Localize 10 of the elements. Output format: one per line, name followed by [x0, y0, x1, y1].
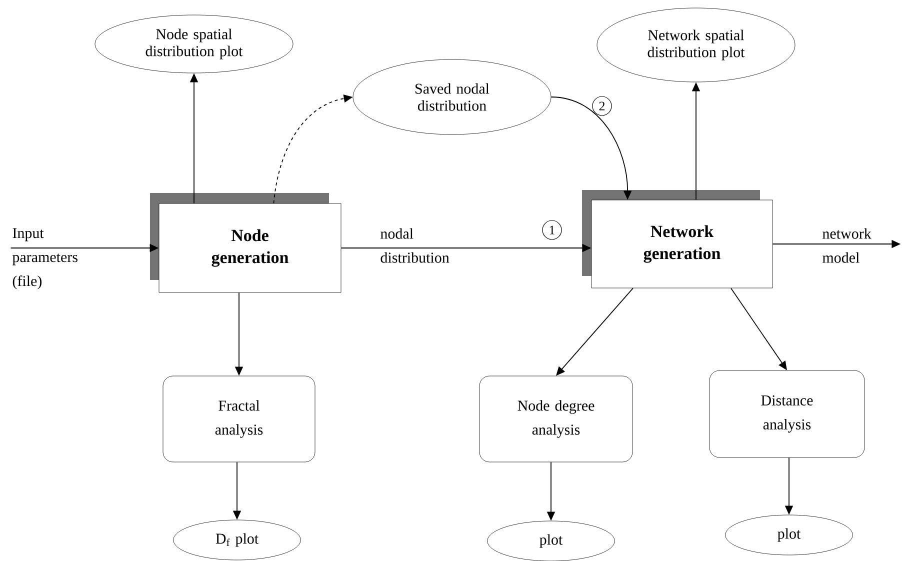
callout-number: 1	[542, 220, 562, 240]
analysis-box: Fractal analysis	[162, 376, 316, 462]
callout-number: 2	[592, 96, 612, 116]
process-box: Node generation	[150, 193, 342, 293]
analysis-box: Node degree analysis	[479, 376, 633, 462]
edge-label: Input parameters (file)	[12, 228, 78, 290]
analysis-box: Distance analysis	[709, 370, 865, 458]
process-box: Network generation	[582, 190, 773, 288]
edge-label: nodal distribution	[380, 228, 450, 263]
edge-label: network model	[822, 228, 872, 263]
